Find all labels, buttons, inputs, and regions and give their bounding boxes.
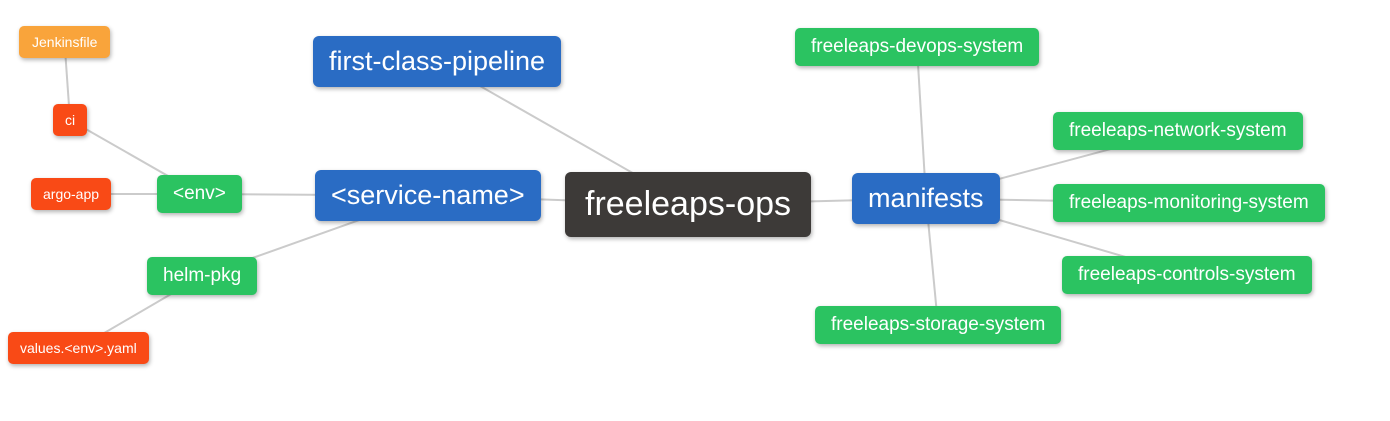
node-label: ci	[65, 112, 76, 128]
node-label: argo-app	[43, 186, 100, 202]
node-label: helm-pkg	[163, 265, 242, 286]
node-label: freeleaps-monitoring-system	[1069, 192, 1309, 213]
node-argo-app[interactable]: argo-app	[31, 178, 112, 210]
node-manifests[interactable]: manifests	[852, 173, 1000, 224]
node-values-env-yaml[interactable]: values.<env>.yaml	[8, 332, 149, 364]
node-label: freeleaps-storage-system	[831, 314, 1046, 335]
node-freeleaps-ops[interactable]: freeleaps-ops	[565, 172, 812, 237]
node-label: freeleaps-controls-system	[1078, 264, 1296, 285]
node-label: freeleaps-network-system	[1069, 120, 1287, 141]
node-freeleaps-storage-system[interactable]: freeleaps-storage-system	[815, 306, 1062, 344]
node-first-class-pipeline[interactable]: first-class-pipeline	[313, 36, 562, 87]
node-ci[interactable]: ci	[53, 104, 88, 136]
node-label: <service-name>	[331, 180, 525, 210]
node-label: freeleaps-ops	[585, 185, 792, 223]
node-service-name[interactable]: <service-name>	[315, 170, 541, 221]
node-label: <env>	[173, 183, 226, 204]
node-freeleaps-controls-system[interactable]: freeleaps-controls-system	[1062, 256, 1312, 294]
node-freeleaps-devops-system[interactable]: freeleaps-devops-system	[795, 28, 1040, 66]
node-label: values.<env>.yaml	[20, 340, 137, 356]
node-label: first-class-pipeline	[329, 46, 546, 76]
node-freeleaps-network-system[interactable]: freeleaps-network-system	[1053, 112, 1303, 150]
node-label: manifests	[868, 183, 984, 213]
node-label: Jenkinsfile	[32, 34, 98, 50]
node-helm-pkg[interactable]: helm-pkg	[147, 257, 258, 295]
node-freeleaps-monitoring-system[interactable]: freeleaps-monitoring-system	[1053, 184, 1325, 222]
node-jenkinsfile[interactable]: Jenkinsfile	[19, 26, 111, 58]
node-env[interactable]: <env>	[157, 175, 242, 213]
node-label: freeleaps-devops-system	[811, 36, 1024, 57]
